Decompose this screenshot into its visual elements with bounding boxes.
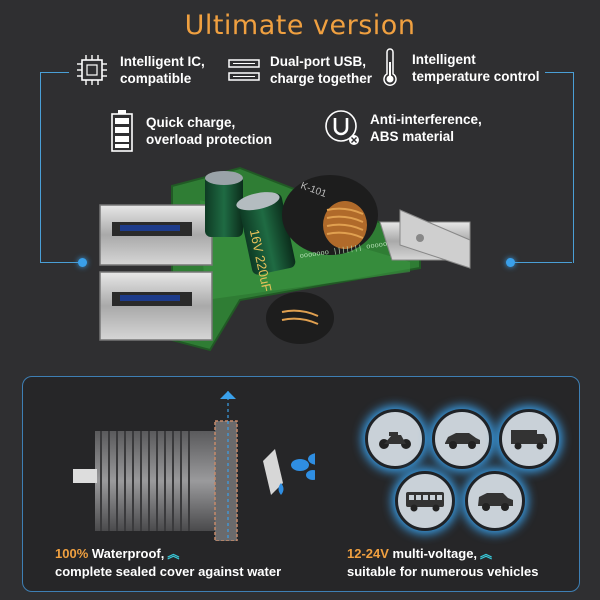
inductor-label: K-101 (299, 180, 328, 200)
left-connector-line (40, 72, 69, 263)
bus-icon (395, 471, 455, 531)
waterproof-text: 100% Waterproof,︽ complete sealed cover … (55, 545, 281, 581)
spade-terminal (379, 209, 471, 269)
capacitor-right: 16V 220uF (236, 192, 296, 293)
truck-icon (499, 409, 559, 469)
capacitor-label: 16V 220uF (247, 228, 275, 293)
feature-temperature: Intelligent temperature control (378, 48, 540, 88)
feature-abs-material: Anti-interference, ABS material (322, 108, 482, 148)
usb-ports-icon (226, 50, 262, 90)
feature-text: Dual-port USB, charge together (270, 53, 372, 87)
waterproof-highlight: 100% (55, 546, 89, 561)
inductor-bottom (266, 292, 334, 344)
right-connector-dot (506, 258, 515, 267)
u-mark-icon (322, 108, 362, 148)
feature-line2: charge together (270, 71, 373, 86)
feature-text: Anti-interference, ABS material (370, 111, 482, 145)
car-icon (432, 409, 492, 469)
feature-quick-charge: Quick charge, overload protection (108, 108, 272, 154)
feature-line1: Intelligent (412, 52, 476, 67)
left-connector-line-bottom (40, 262, 82, 263)
feature-line1: Quick charge, (146, 115, 236, 130)
page-title: Ultimate version (184, 10, 416, 41)
capacitor-left (205, 171, 243, 237)
feature-line2: temperature control (412, 69, 540, 84)
feature-text: Intelligent IC, compatible (120, 53, 205, 87)
bottom-info-panel: 100% Waterproof,︽ complete sealed cover … (22, 376, 580, 592)
waterproof-illustration (73, 391, 315, 541)
chip-icon (74, 50, 110, 90)
chevron-up-icon: ︽ (167, 547, 180, 561)
usb-port-top (99, 204, 213, 266)
waterproof-line1: 100% Waterproof,︽ (55, 545, 281, 563)
feature-line1: Dual-port USB, (270, 54, 366, 69)
left-connector-dot (78, 258, 87, 267)
chevron-up-icon: ︽ (480, 547, 493, 561)
feature-line1: Intelligent IC, (120, 54, 205, 69)
feature-line2: ABS material (370, 129, 455, 144)
feature-intelligent-ic: Intelligent IC, compatible (74, 50, 205, 90)
motorcycle-icon (365, 409, 425, 469)
voltage-highlight: 12-24V (347, 546, 389, 561)
usb-port-bottom (99, 271, 213, 341)
feature-text: Intelligent temperature control (412, 51, 540, 85)
feature-line2: compatible (120, 71, 192, 86)
voltage-line1: 12-24V multi-voltage,︽ (347, 545, 538, 563)
waterproof-line2: complete sealed cover against water (55, 564, 282, 579)
voltage-line1-text: multi-voltage, (388, 546, 478, 561)
waterproof-line1-text: Waterproof, (88, 546, 165, 561)
feature-dual-usb: Dual-port USB, charge together (226, 50, 372, 90)
battery-icon (108, 108, 136, 154)
right-connector-line-bottom (512, 262, 572, 263)
thermometer-icon (378, 48, 402, 88)
voltage-line2: suitable for numerous vehicles (347, 564, 539, 579)
right-connector-line (545, 72, 574, 263)
voltage-text: 12-24V multi-voltage,︽ suitable for nume… (347, 545, 538, 581)
suv-icon (465, 471, 525, 531)
feature-text: Quick charge, overload protection (146, 114, 272, 148)
feature-line1: Anti-interference, (370, 112, 482, 127)
feature-line2: overload protection (146, 132, 273, 147)
inductor-coil: K-101 (282, 175, 378, 255)
board-print: ooooooo ||||||| ooooo (299, 241, 387, 261)
